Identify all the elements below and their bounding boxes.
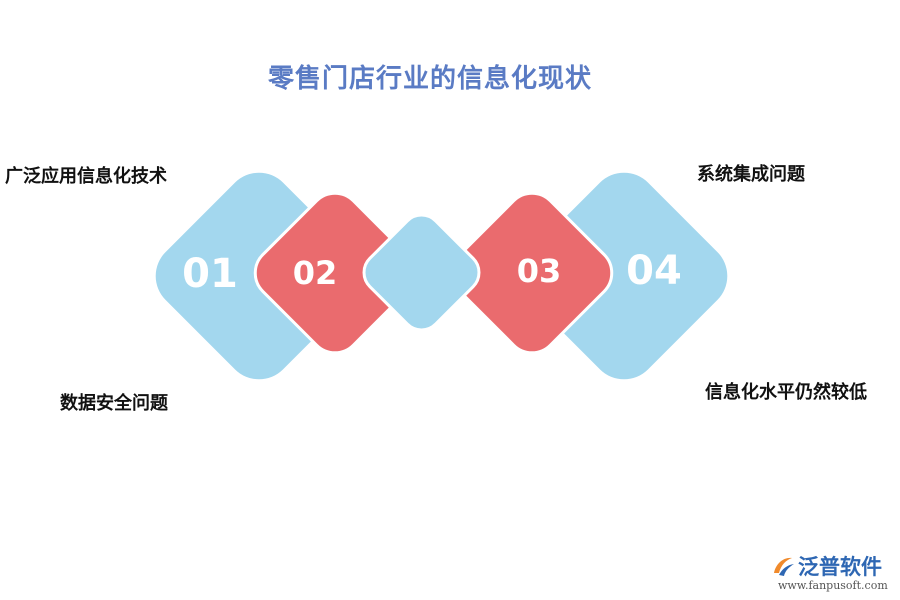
number-04: 04 <box>626 248 682 294</box>
diamond-center <box>362 213 481 332</box>
number-03: 03 <box>517 252 562 290</box>
diamond-03 <box>450 191 614 355</box>
number-02: 02 <box>293 254 338 292</box>
logo-brand-name: 泛普软件 <box>798 555 882 579</box>
label-04: 信息化水平仍然较低 <box>705 382 867 403</box>
logo-url: www.fanpusoft.com <box>778 579 888 592</box>
logo-mark-icon <box>774 557 794 576</box>
diamond-02 <box>253 191 417 355</box>
label-03: 系统集成问题 <box>697 164 805 185</box>
page-title: 零售门店行业的信息化现状 <box>267 64 592 94</box>
label-01: 广泛应用信息化技术 <box>5 166 167 187</box>
number-01: 01 <box>182 251 238 297</box>
brand-logo: 泛普软件 www.fanpusoft.com <box>770 551 895 596</box>
label-02: 数据安全问题 <box>60 393 168 414</box>
